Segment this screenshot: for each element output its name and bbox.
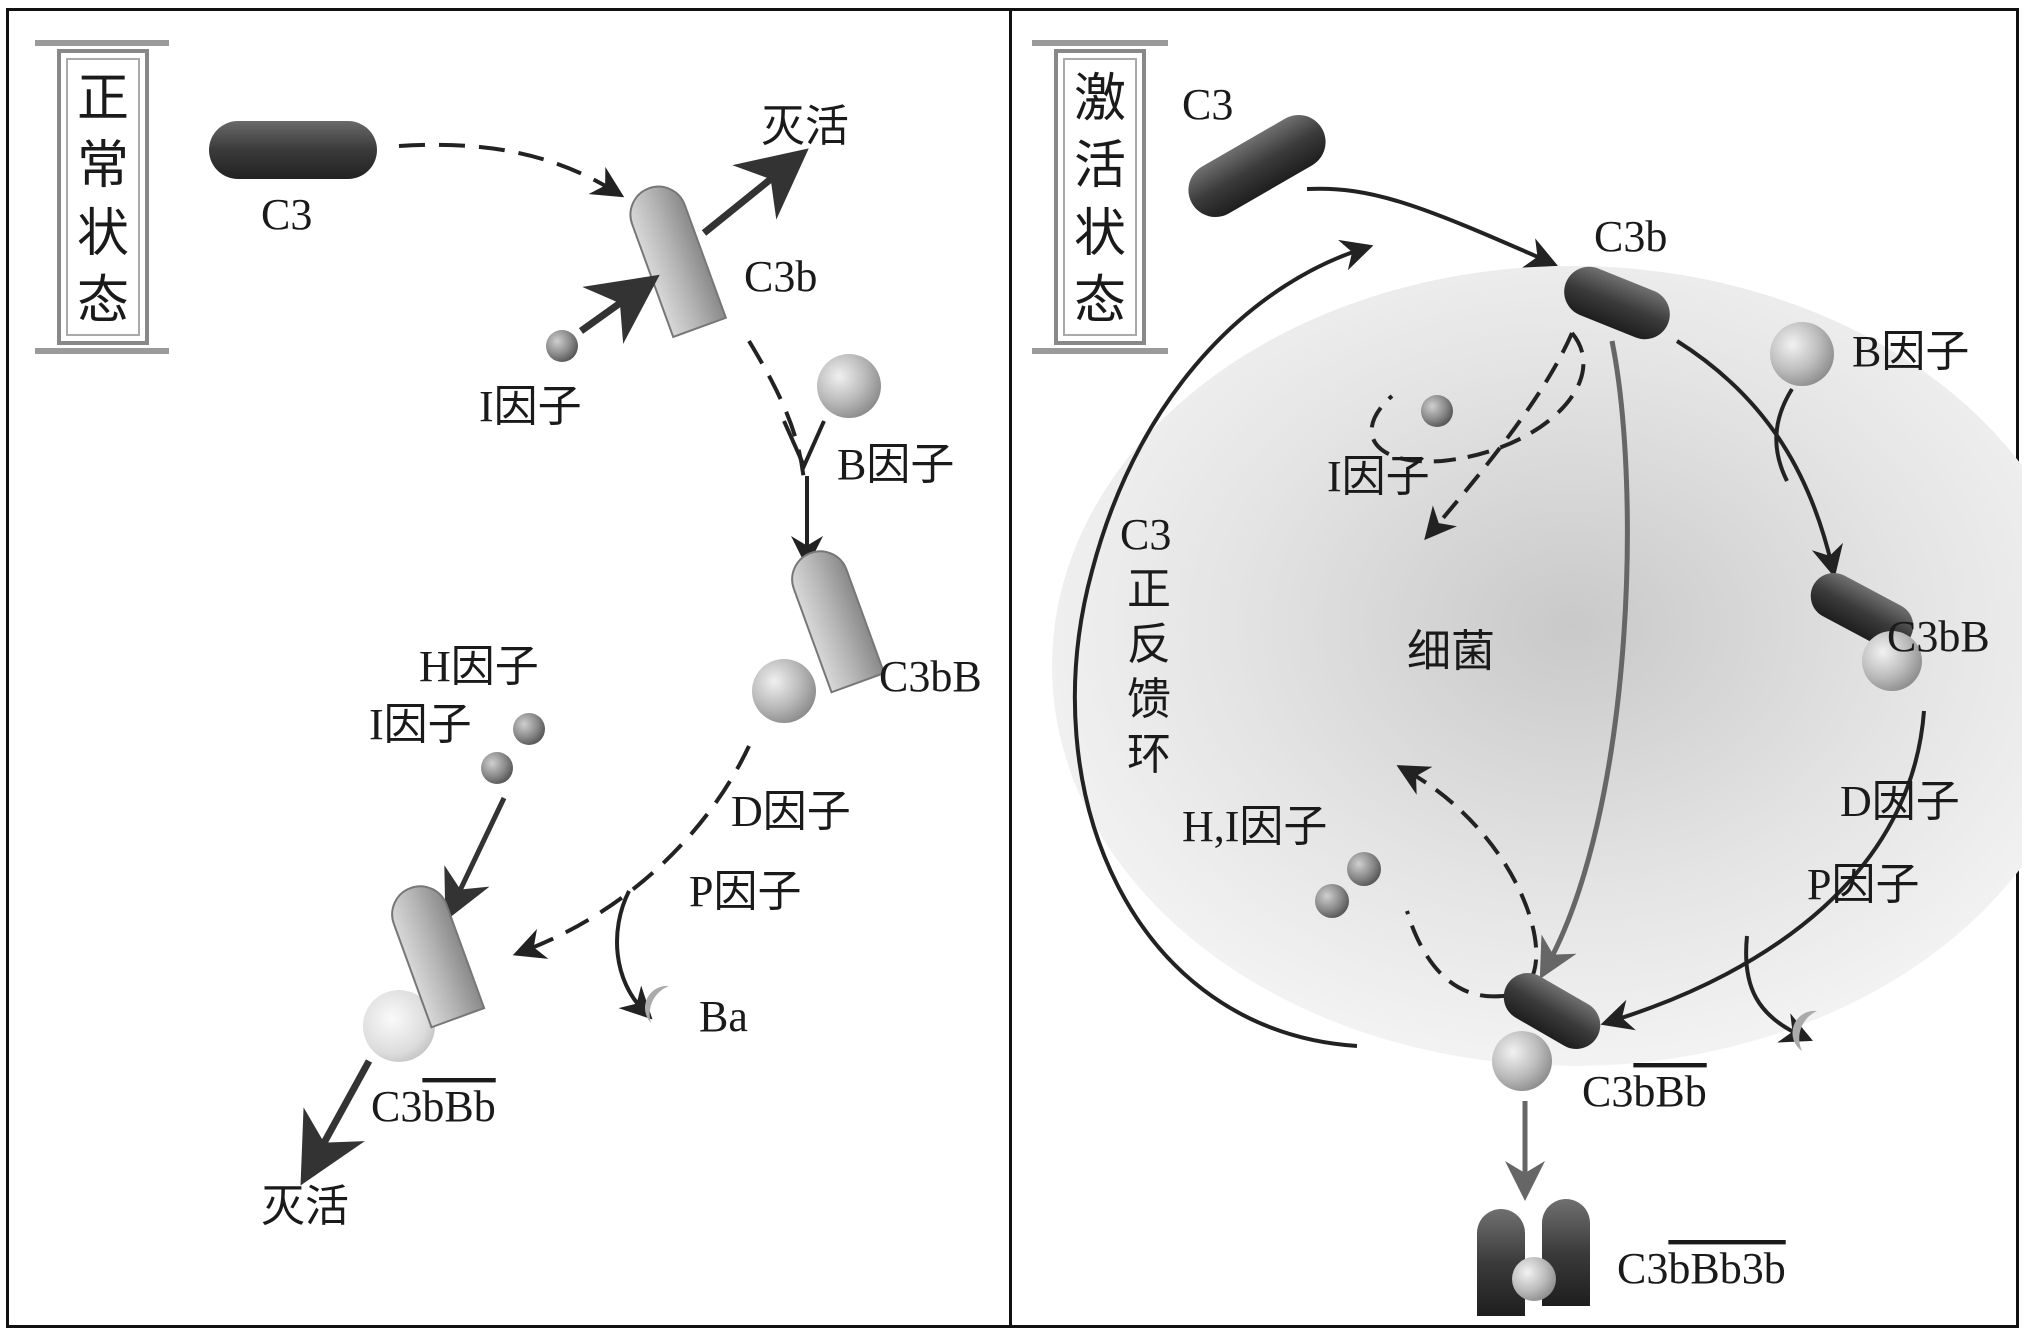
factor-i-ball (1421, 395, 1453, 427)
ba-branch-arrow (1744, 935, 1813, 1043)
inactivated-bottom-label: 灭活 (261, 1182, 349, 1231)
ba-fragment (645, 985, 669, 1023)
loop-char-3: 反 (1127, 620, 1171, 669)
c3bb-b-ball (752, 659, 816, 723)
loop-char-5: 环 (1127, 730, 1171, 779)
hi-dashed-loop (1405, 910, 1503, 999)
factor-b-ball (1770, 322, 1834, 386)
factor-hi-label: H,I因子 (1182, 802, 1327, 851)
title-char-3: 状 (77, 206, 129, 263)
c3bb-b-ball (1862, 631, 1922, 691)
c3b-to-c3bbb-inner-arrow (1539, 340, 1630, 980)
c3-to-c3b-arrow (1306, 186, 1558, 268)
c3bbb-molecule (391, 885, 486, 1029)
c3bbb-label: C3bBb (371, 1082, 496, 1131)
factor-i2-ball (481, 752, 513, 784)
c3bbb-label: C3bBb (1582, 1067, 1707, 1116)
factor-h-label: H因子 (419, 642, 539, 691)
c3bbb-molecule (1503, 973, 1601, 1049)
inactivated-top-label: 灭活 (761, 102, 849, 151)
factor-h-ball (1347, 852, 1381, 886)
c3b-label: C3b (744, 252, 817, 301)
factor-i-dashed-loop (1369, 331, 1586, 464)
title-char-2: 常 (77, 138, 129, 195)
factor-i-label: I因子 (1327, 452, 1430, 501)
c3-molecule (1188, 115, 1326, 217)
normal-state-panel: 正 常 状 态 C3 C3b 灭活 I因子 B因子 (6, 8, 1015, 1328)
ba-branch-arrow (615, 890, 653, 1020)
factor-b-join (782, 420, 826, 471)
activated-state-scroll: 激 活 状 态 (1032, 40, 1168, 354)
c3bb-to-c3bbb-arrow (1600, 710, 1926, 1031)
bacteria-label: 细菌 (1407, 627, 1495, 676)
c3b-molecule (629, 185, 728, 339)
title-char-3: 状 (1074, 206, 1126, 263)
activated-state-panel: 激 活 状 态 C3 C3b B因子 C3bB D因子 P因 (1009, 8, 2022, 1328)
c3bb-label: C3bB (1887, 612, 1990, 661)
c3b-molecule (1564, 266, 1670, 340)
feedback-loop-arrow (1072, 239, 1374, 1048)
factor-p-label: P因子 (689, 867, 801, 916)
c3bb-to-c3bbb-arrow (512, 745, 751, 959)
c3bb-molecule (791, 550, 886, 694)
c3bbb3b-label: C3bBb3b (1617, 1244, 1786, 1293)
activated-state-diagram: 激 活 状 态 C3 C3b B因子 C3bB D因子 P因 (1032, 40, 2022, 1316)
c3-label: C3 (261, 190, 312, 239)
c3bbb3b-molecule (1477, 1199, 1590, 1316)
c3b-to-c3bb-dashed (747, 339, 806, 482)
factor-d-label: D因子 (731, 787, 851, 836)
c3b-label: C3b (1594, 212, 1667, 261)
c3-to-c3b-arrow (398, 142, 625, 198)
factor-h-ball (513, 713, 545, 745)
ba-label: Ba (699, 992, 748, 1041)
title-char-1: 激 (1074, 71, 1126, 128)
normal-state-scroll: 正 常 状 态 (35, 40, 169, 354)
c3b-to-c3bb-arrow (1675, 339, 1843, 578)
c3b-inactivation-arrow (701, 148, 809, 236)
c3bbb-b-ball (363, 990, 435, 1062)
factor-d-label: D因子 (1840, 777, 1960, 826)
title-char-1: 正 (77, 71, 129, 128)
hi-to-c3bbb-arrow (444, 796, 507, 922)
loop-char-1: C3 (1120, 510, 1171, 559)
factor-b-label: B因子 (837, 440, 954, 489)
c3bbb-b-ball (1492, 1031, 1552, 1091)
factor-b-label: B因子 (1852, 327, 1969, 376)
normal-state-diagram: 正 常 状 态 C3 C3b 灭活 I因子 B因子 (35, 40, 982, 1231)
factor-i-ball (546, 330, 578, 362)
c3-label: C3 (1182, 80, 1233, 129)
title-char-4: 态 (77, 273, 129, 330)
factor-i-arrow (578, 274, 660, 344)
factor-b-ball (817, 354, 881, 418)
c3bb-molecule (1810, 572, 1914, 650)
factor-i2-label: I因子 (369, 700, 472, 749)
title-char-2: 活 (1074, 138, 1126, 195)
factor-i2-ball (1315, 884, 1349, 918)
c3bbb-inactivation-arrow (300, 1059, 373, 1186)
factor-i-label: I因子 (479, 382, 582, 431)
c3bb-label: C3bB (879, 652, 982, 701)
factor-p-label: P因子 (1807, 860, 1919, 909)
loop-char-4: 馈 (1127, 675, 1171, 724)
title-char-4: 态 (1074, 273, 1126, 330)
loop-char-2: 正 (1127, 565, 1171, 614)
factor-i-dashed-arrow (1424, 332, 1574, 541)
ba-fragment (1792, 1010, 1817, 1051)
hi-dashed-arrow (1396, 765, 1539, 998)
c3-molecule (209, 121, 377, 179)
